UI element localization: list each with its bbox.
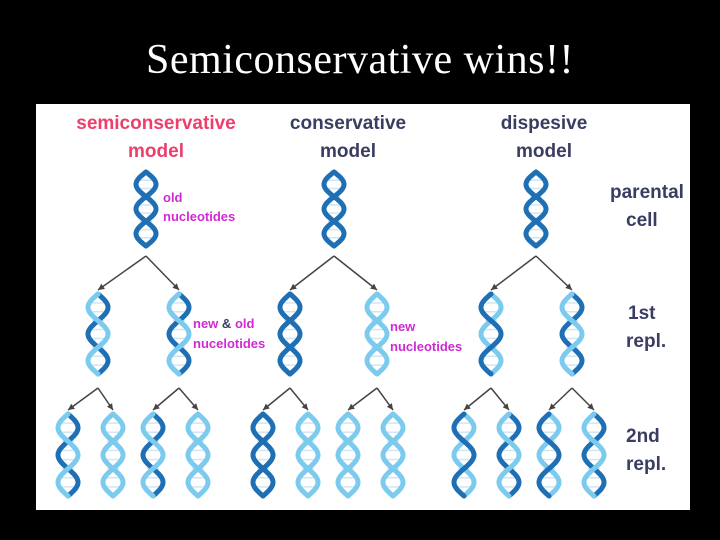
helix-semi-g2-2 bbox=[140, 411, 166, 499]
helix-cons-g1-1 bbox=[364, 291, 390, 377]
arrow-cons-g2-0 bbox=[262, 387, 291, 411]
helix-cons-g2-0 bbox=[250, 411, 276, 499]
helix-disp-g2-3 bbox=[581, 411, 607, 499]
arrow-semi-g1-1 bbox=[145, 255, 180, 291]
arrow-disp-g1-1 bbox=[535, 255, 573, 291]
annotation-mixed-old: old bbox=[235, 316, 255, 331]
stage-label-second-line2: repl. bbox=[626, 454, 666, 475]
arrow-disp-g2-0 bbox=[463, 387, 492, 411]
replication-diagram: semiconservative model conservative mode… bbox=[55, 113, 684, 499]
arrow-cons-g1-1 bbox=[333, 255, 378, 291]
stage-label-parental-line1: parental bbox=[610, 182, 684, 203]
arrow-cons-g2-2 bbox=[347, 387, 378, 411]
helix-cons-g2-2 bbox=[335, 411, 361, 499]
arrow-semi-g2-0 bbox=[67, 387, 99, 411]
helix-disp-g1-1 bbox=[559, 291, 585, 377]
helix-semi-g2-1 bbox=[100, 411, 126, 499]
annotation-old-line1: old bbox=[163, 190, 183, 205]
model-label-semiconservative-line1: semiconservative bbox=[76, 113, 236, 134]
annotation-mixed-new: new bbox=[193, 316, 219, 331]
arrow-cons-g2-3 bbox=[376, 387, 394, 411]
arrow-semi-g2-2 bbox=[152, 387, 180, 411]
helix-disp-parental bbox=[523, 169, 549, 249]
helix-cons-g2-3 bbox=[380, 411, 406, 499]
model-label-conservative-line1: conservative bbox=[290, 113, 406, 134]
helix-disp-g1-0 bbox=[478, 291, 504, 377]
slide-title: Semiconservative wins!! bbox=[146, 37, 574, 83]
arrow-semi-g1-0 bbox=[97, 255, 147, 291]
annotation-new-line2: nucleotides bbox=[390, 339, 462, 354]
annotation-mixed-line2: nucelotides bbox=[193, 336, 265, 351]
replication-models-figure: semiconservative model conservative mode… bbox=[36, 104, 690, 510]
stage-label-second-line1: 2nd bbox=[626, 426, 660, 447]
helix-disp-g2-1 bbox=[496, 411, 522, 499]
helix-disp-g2-2 bbox=[536, 411, 562, 499]
model-label-semiconservative-line2: model bbox=[128, 141, 184, 162]
helix-semi-parental bbox=[133, 169, 159, 249]
helix-semi-g2-3 bbox=[185, 411, 211, 499]
annotation-new-line1: new bbox=[390, 319, 416, 334]
model-label-conservative-line2: model bbox=[320, 141, 376, 162]
helix-cons-g1-0 bbox=[277, 291, 303, 377]
helix-disp-g2-0 bbox=[451, 411, 477, 499]
helix-semi-g2-0 bbox=[55, 411, 81, 499]
helix-cons-g2-1 bbox=[295, 411, 321, 499]
annotation-mixed-line1: new & old bbox=[193, 316, 254, 331]
stage-label-first-line2: repl. bbox=[626, 331, 666, 352]
arrow-cons-g1-0 bbox=[289, 255, 335, 291]
helix-cons-parental bbox=[321, 169, 347, 249]
arrow-disp-g2-1 bbox=[490, 387, 510, 411]
arrow-disp-g1-0 bbox=[490, 255, 537, 291]
arrow-semi-g2-1 bbox=[97, 387, 114, 411]
arrow-cons-g2-1 bbox=[289, 387, 309, 411]
model-label-dispersive-line2: model bbox=[516, 141, 572, 162]
branch-arrows bbox=[67, 255, 595, 411]
model-label-dispersive-line1: dispesive bbox=[501, 113, 588, 134]
helix-semi-g1-1 bbox=[166, 291, 192, 377]
stage-label-parental-line2: cell bbox=[626, 210, 658, 231]
arrow-disp-g2-2 bbox=[548, 387, 573, 411]
stage-label-first-line1: 1st bbox=[628, 303, 656, 324]
dna-helices bbox=[55, 169, 607, 499]
arrow-semi-g2-3 bbox=[178, 387, 199, 411]
annotation-mixed-amp: & bbox=[222, 316, 231, 331]
helix-semi-g1-0 bbox=[85, 291, 111, 377]
arrow-disp-g2-3 bbox=[571, 387, 595, 411]
annotation-old-line2: nucleotides bbox=[163, 209, 235, 224]
